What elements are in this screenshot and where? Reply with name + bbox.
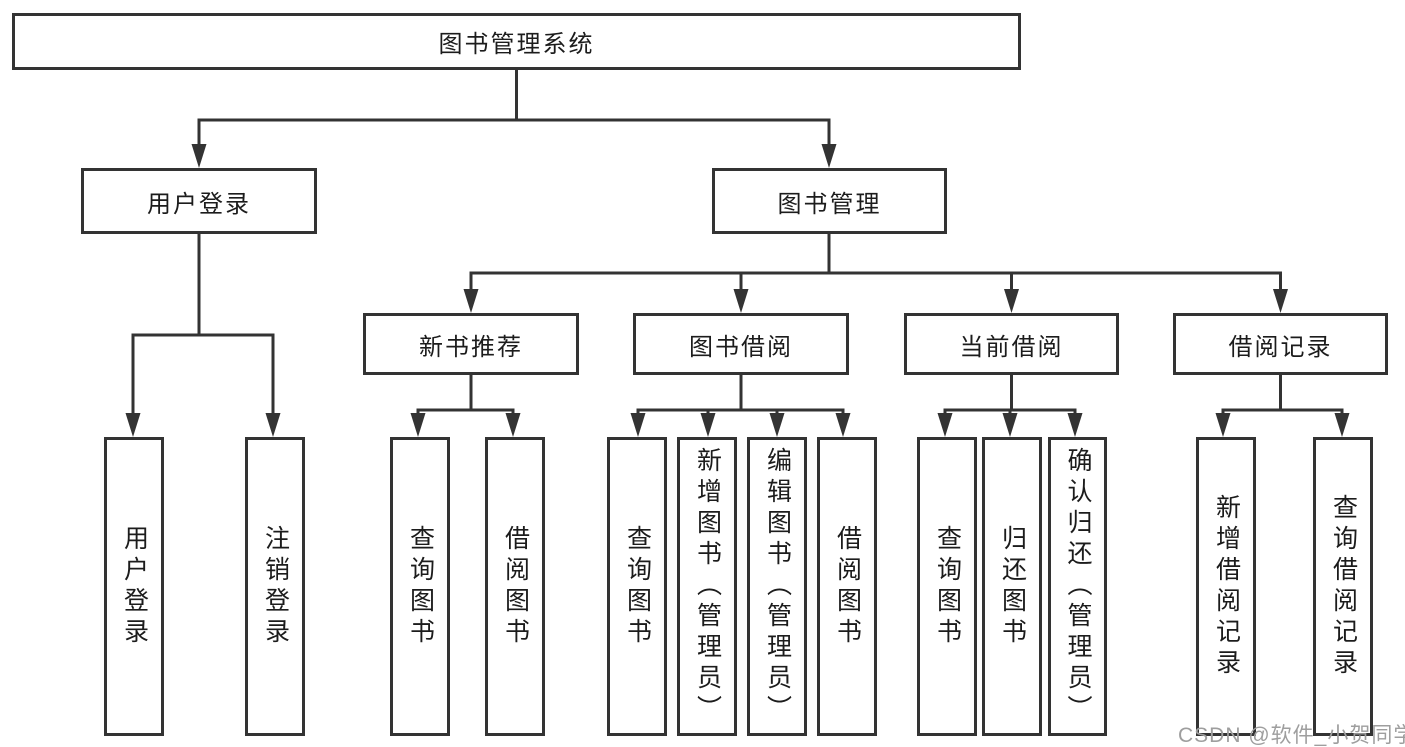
connectors-user-login xyxy=(125,234,281,437)
leaf-borrow-book: 借阅图书 xyxy=(817,437,877,736)
leaf-add-borrow-record: 新增借阅记录 xyxy=(1196,437,1256,736)
node-book-borrow: 图书借阅 xyxy=(633,313,849,375)
arrow-down-icon xyxy=(821,144,837,168)
arrow-down-icon xyxy=(191,144,207,168)
csdn-watermark: CSDN @软件_小贺同学 xyxy=(1178,724,1405,747)
connectors-book-management xyxy=(463,234,1288,313)
arrow-down-icon xyxy=(1067,413,1083,437)
arrow-down-icon xyxy=(700,413,716,437)
node-user-login: 用户登录 xyxy=(81,168,317,234)
node-new-book-recommend: 新书推荐 xyxy=(363,313,579,375)
arrow-down-icon xyxy=(1004,289,1019,313)
arrow-down-icon xyxy=(125,413,141,437)
arrow-down-icon xyxy=(733,289,749,313)
arrow-down-icon xyxy=(835,413,851,437)
leaf-query-borrow-record: 查询借阅记录 xyxy=(1313,437,1373,736)
arrow-down-icon xyxy=(630,413,646,437)
connectors-new-book-recommend xyxy=(410,375,521,437)
leaf-current-query-books: 查询图书 xyxy=(917,437,977,736)
leaf-add-book-admin: 新增图书（管理员） xyxy=(677,437,737,736)
leaf-return-book: 归还图书 xyxy=(982,437,1042,736)
connectors-borrow-records xyxy=(1215,375,1350,437)
leaf-user-login: 用户登录 xyxy=(104,437,164,736)
arrow-down-icon xyxy=(410,413,426,437)
leaf-recommend-query-books: 查询图书 xyxy=(390,437,450,736)
arrow-down-icon xyxy=(505,413,521,437)
arrow-down-icon xyxy=(1273,289,1288,313)
connectors-book-borrow xyxy=(630,375,851,437)
arrow-down-icon xyxy=(1002,413,1018,437)
node-root: 图书管理系统 xyxy=(12,13,1021,70)
leaf-borrow-query-books: 查询图书 xyxy=(607,437,667,736)
node-current-borrow: 当前借阅 xyxy=(904,313,1119,375)
arrow-down-icon xyxy=(1334,413,1350,437)
arrow-down-icon xyxy=(1215,413,1231,437)
arrow-down-icon xyxy=(463,289,479,313)
leaf-confirm-return-admin: 确认归还（管理员） xyxy=(1048,437,1107,736)
arrow-down-icon xyxy=(937,413,953,437)
node-borrow-records: 借阅记录 xyxy=(1173,313,1388,375)
connectors-root xyxy=(191,70,837,168)
leaf-recommend-borrow-books: 借阅图书 xyxy=(485,437,545,736)
connectors-current-borrow xyxy=(937,375,1083,437)
arrow-down-icon xyxy=(265,413,281,437)
arrow-down-icon xyxy=(769,413,785,437)
leaf-edit-book-admin: 编辑图书（管理员） xyxy=(747,437,807,736)
node-book-management: 图书管理 xyxy=(712,168,947,234)
leaf-logout: 注销登录 xyxy=(245,437,305,736)
